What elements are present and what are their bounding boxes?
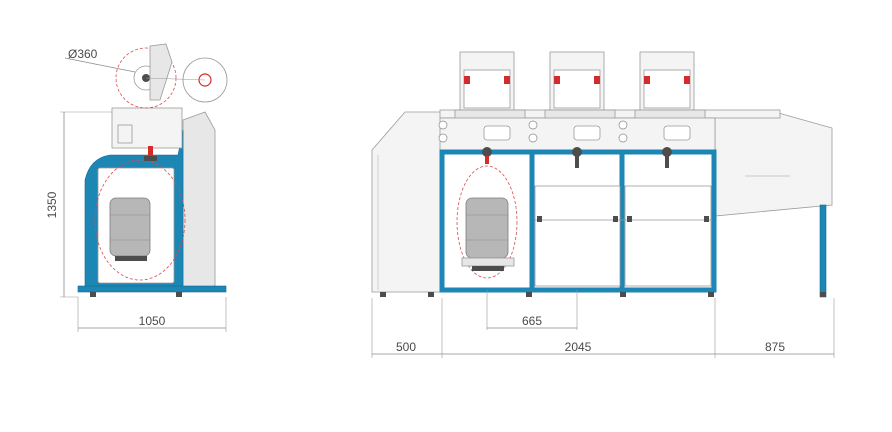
spindle-pitch-label: 665 (522, 314, 542, 328)
side-rotation-path (94, 159, 186, 281)
front-left-enclosure (371, 111, 443, 293)
side-reel-arm (149, 43, 173, 101)
side-film-reel-outline (115, 47, 177, 109)
right-section-label: 875 (765, 340, 785, 354)
side-view: Ø360 1350 1050 (45, 43, 228, 332)
side-red-valve (148, 146, 153, 156)
front-right-leg (819, 204, 827, 298)
side-drum (109, 197, 151, 257)
diameter-label: Ø360 (68, 47, 98, 61)
front-right-shroud (714, 111, 833, 217)
side-base-rail (77, 285, 227, 293)
front-view: 665 500 2045 875 (371, 51, 835, 358)
head-station-2 (544, 51, 616, 123)
head-station-3 (634, 51, 706, 123)
front-drum (465, 197, 509, 259)
front-rotation-path (456, 165, 518, 279)
front-door-2 (534, 185, 621, 287)
left-section-label: 500 (396, 340, 416, 354)
height-label: 1350 (45, 191, 59, 218)
diameter-leader (64, 57, 136, 73)
head-station-1 (454, 51, 526, 123)
side-drum-base (115, 256, 147, 261)
side-width-label: 1050 (139, 314, 166, 328)
front-door-3 (624, 185, 712, 287)
side-rear-cabinet (182, 111, 216, 291)
middle-section-label: 2045 (565, 340, 592, 354)
